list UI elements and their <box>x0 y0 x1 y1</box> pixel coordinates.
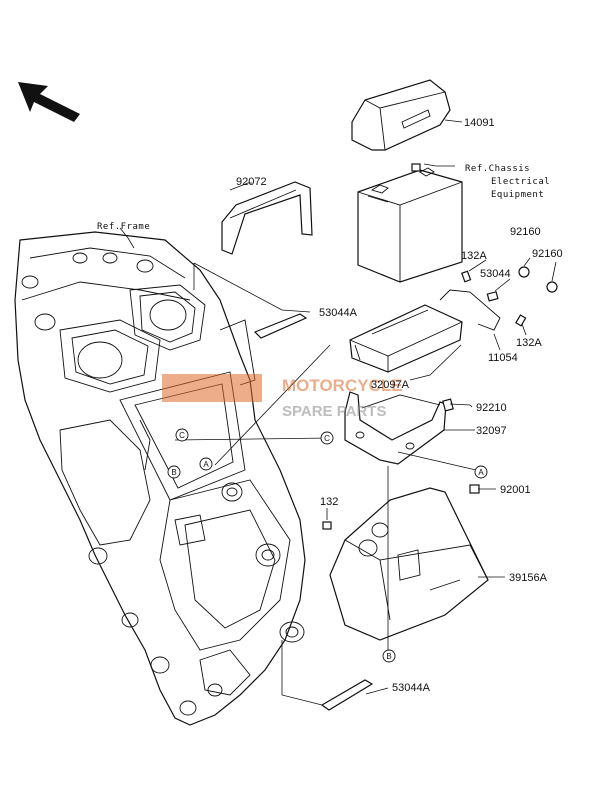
watermark-logo-icon <box>162 374 262 402</box>
callout-b-left: B <box>167 465 181 479</box>
svg-text:A: A <box>478 468 484 477</box>
ref-chassis-line2: Electrical <box>491 177 550 187</box>
callout-a-right: A <box>474 465 488 479</box>
part-label-11054: 11054 <box>488 352 518 364</box>
part-label-39156A: 39156A <box>509 572 548 584</box>
svg-text:A: A <box>203 460 209 469</box>
part-label-53044A-bottom: 53044A <box>392 682 431 694</box>
watermark: MOTORCYCLE SPARE PARTS <box>162 374 403 420</box>
part-label-32097A: 32097A <box>371 379 410 391</box>
pad-53044A-bottom <box>320 679 374 711</box>
part-label-14091: 14091 <box>464 117 495 129</box>
svg-text:C: C <box>179 431 185 440</box>
part-label-132A-top: 132A <box>461 250 487 262</box>
part-label-53044A-top: 53044A <box>319 307 358 319</box>
bracket-32097A <box>349 289 501 373</box>
part-label-53044: 53044 <box>480 268 511 280</box>
watermark-sub: SPARE PARTS <box>282 403 386 420</box>
battery-band-92072 <box>221 181 313 255</box>
part-label-92160-a: 92160 <box>510 226 541 238</box>
part-label-92001: 92001 <box>500 484 531 496</box>
pad-53044A-top <box>253 313 308 339</box>
svg-text:B: B <box>171 468 176 477</box>
svg-text:C: C <box>324 434 330 443</box>
ref-chassis-line3: Equipment <box>491 190 544 200</box>
part-label-132A-mid: 132A <box>516 337 542 349</box>
direction-arrow-icon <box>18 82 80 122</box>
part-label-92210: 92210 <box>476 402 507 414</box>
bracket-32097 <box>344 391 447 465</box>
ref-chassis-line1: Ref.Chassis <box>465 164 530 174</box>
ref-frame-label: Ref.Frame <box>97 222 150 232</box>
cover-39156A <box>329 487 489 641</box>
part-label-92160-b: 92160 <box>532 248 563 260</box>
frame-drawing <box>14 231 306 726</box>
callout-b-bottom: B <box>382 649 396 663</box>
svg-text:B: B <box>386 652 391 661</box>
watermark-brand: MOTORCYCLE <box>282 376 403 395</box>
callout-a-left: A <box>199 457 213 471</box>
part-label-32097: 32097 <box>476 425 507 437</box>
leader-lines <box>119 119 557 706</box>
part-label-92072: 92072 <box>236 176 267 188</box>
part-label-132: 132 <box>320 496 338 508</box>
battery-cover-14091 <box>351 79 451 151</box>
callout-c-right: C <box>320 431 334 445</box>
fasteners <box>322 163 558 530</box>
callout-c-left: C <box>175 428 189 442</box>
battery <box>357 167 463 283</box>
